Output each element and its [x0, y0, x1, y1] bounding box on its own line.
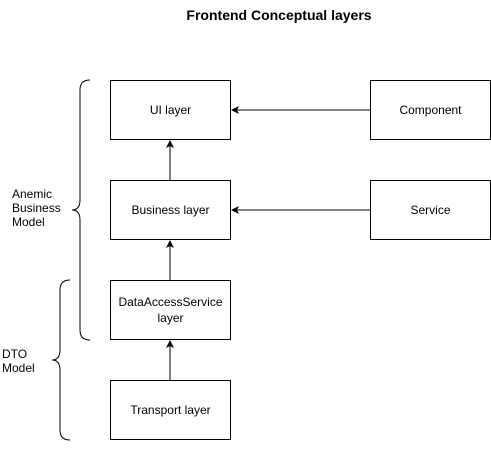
- diagram-title: Frontend Conceptual layers: [186, 7, 372, 23]
- dto-model-line-1: DTO: [2, 347, 28, 361]
- transport-layer-label: Transport layer: [130, 403, 211, 417]
- data-access-service-layer-box: DataAccessService layer: [110, 280, 231, 340]
- component-label: Component: [399, 103, 462, 117]
- service-box: Service: [370, 180, 491, 240]
- anemic-business-model-label: Anemic Business Model: [12, 187, 61, 229]
- anemic-business-model-line-1: Anemic: [12, 187, 53, 201]
- business-layer-box: Business layer: [110, 180, 231, 240]
- anemic-business-model-brace: [71, 79, 91, 341]
- anemic-business-model-line-2: Business: [12, 201, 61, 215]
- component-box: Component: [370, 80, 491, 140]
- data-access-service-layer-label: DataAccessService layer: [118, 295, 223, 325]
- service-label: Service: [410, 203, 451, 217]
- dto-model-label: DTO Model: [2, 347, 35, 375]
- dto-model-brace: [51, 279, 71, 441]
- transport-layer-box: Transport layer: [110, 380, 231, 440]
- dto-model-line-2: Model: [2, 361, 35, 375]
- anemic-business-model-line-3: Model: [12, 215, 45, 229]
- business-layer-label: Business layer: [131, 203, 210, 217]
- ui-layer-label: UI layer: [149, 103, 192, 117]
- ui-layer-box: UI layer: [110, 80, 231, 140]
